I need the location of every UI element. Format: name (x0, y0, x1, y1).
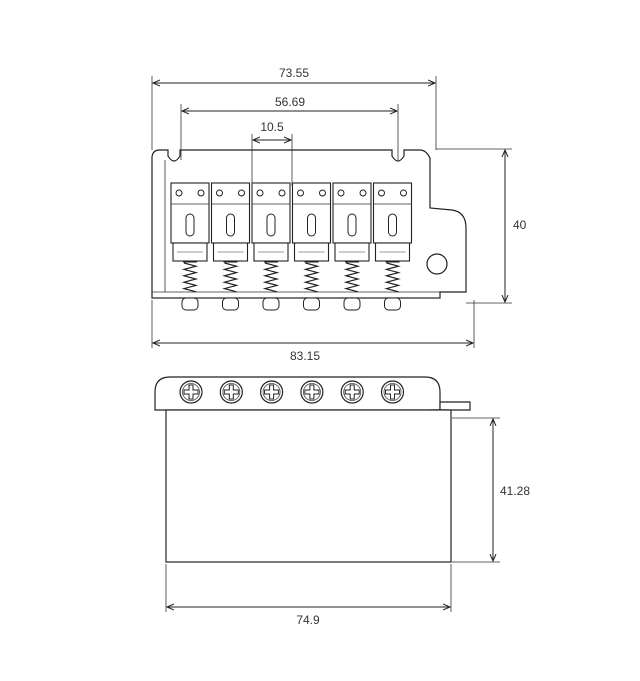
saddle-foot (343, 297, 361, 311)
set-screw-icon (378, 189, 385, 197)
dimension-base-length: 83.15 (151, 300, 475, 363)
spring-icon (303, 262, 320, 293)
set-screw-icon (278, 189, 286, 197)
saddle-foot (222, 297, 239, 311)
dim-block-height-label: 41.28 (500, 484, 530, 498)
mounting-hole (426, 253, 448, 275)
set-screw-icon (238, 189, 245, 197)
spring-icon (384, 262, 401, 293)
dimension-block-width: 74.9 (165, 564, 452, 627)
saddle (372, 182, 413, 311)
spring-icon (343, 262, 361, 293)
saddle-foot (262, 297, 280, 311)
phillips-screw-icon (219, 380, 243, 404)
saddle (291, 182, 332, 311)
spring-icon (262, 262, 280, 293)
dim-screw-span-label: 56.69 (275, 95, 305, 109)
side-view: 41.28 74.9 (154, 376, 530, 627)
string-slot (226, 213, 235, 237)
spring-icon (181, 262, 199, 293)
dim-saddle-spacing-label: 10.5 (260, 120, 284, 134)
set-screw-icon (256, 189, 264, 197)
set-screw-icon (337, 189, 345, 197)
set-screw-icon (175, 189, 183, 197)
tremolo-block (165, 409, 452, 563)
phillips-screw-icon (340, 380, 364, 404)
phillips-screw-icon (179, 380, 203, 404)
saddle-foot (181, 297, 199, 311)
set-screw-icon (216, 189, 223, 197)
dim-block-width-label: 74.9 (296, 613, 320, 627)
dimension-screw-span: 56.69 (180, 95, 399, 160)
set-screw-icon (319, 189, 326, 197)
saddle-foot (303, 297, 320, 311)
top-view: 73.55 56.69 10.5 40 83.15 (151, 66, 527, 363)
set-screw-icon (359, 189, 367, 197)
string-slot (266, 213, 276, 237)
dim-base-length-label: 83.15 (290, 349, 320, 363)
phillips-screw-icon (300, 380, 324, 404)
saddle-screws-group (179, 380, 405, 404)
dimension-block-height: 41.28 (452, 417, 530, 563)
string-slot (388, 213, 397, 237)
saddle (332, 182, 372, 311)
set-screw-icon (297, 189, 304, 197)
dim-overall-top-label: 73.55 (279, 66, 309, 80)
dimension-saddle-spacing: 10.5 (251, 120, 293, 186)
saddle (210, 182, 251, 311)
phillips-screw-icon (260, 380, 284, 404)
phillips-screw-icon (380, 380, 405, 404)
set-screw-icon (400, 189, 407, 197)
saddle (251, 182, 291, 311)
saddle-foot (384, 297, 401, 311)
saddles-group (170, 182, 413, 311)
string-slot (185, 213, 195, 237)
string-slot (347, 213, 357, 237)
whammy-arm-stub (439, 401, 471, 411)
set-screw-icon (197, 189, 205, 197)
saddle (170, 182, 210, 311)
dimension-overall-top: 73.55 (151, 66, 437, 150)
string-slot (307, 213, 316, 237)
spring-icon (222, 262, 239, 293)
dim-height-label: 40 (513, 218, 527, 232)
